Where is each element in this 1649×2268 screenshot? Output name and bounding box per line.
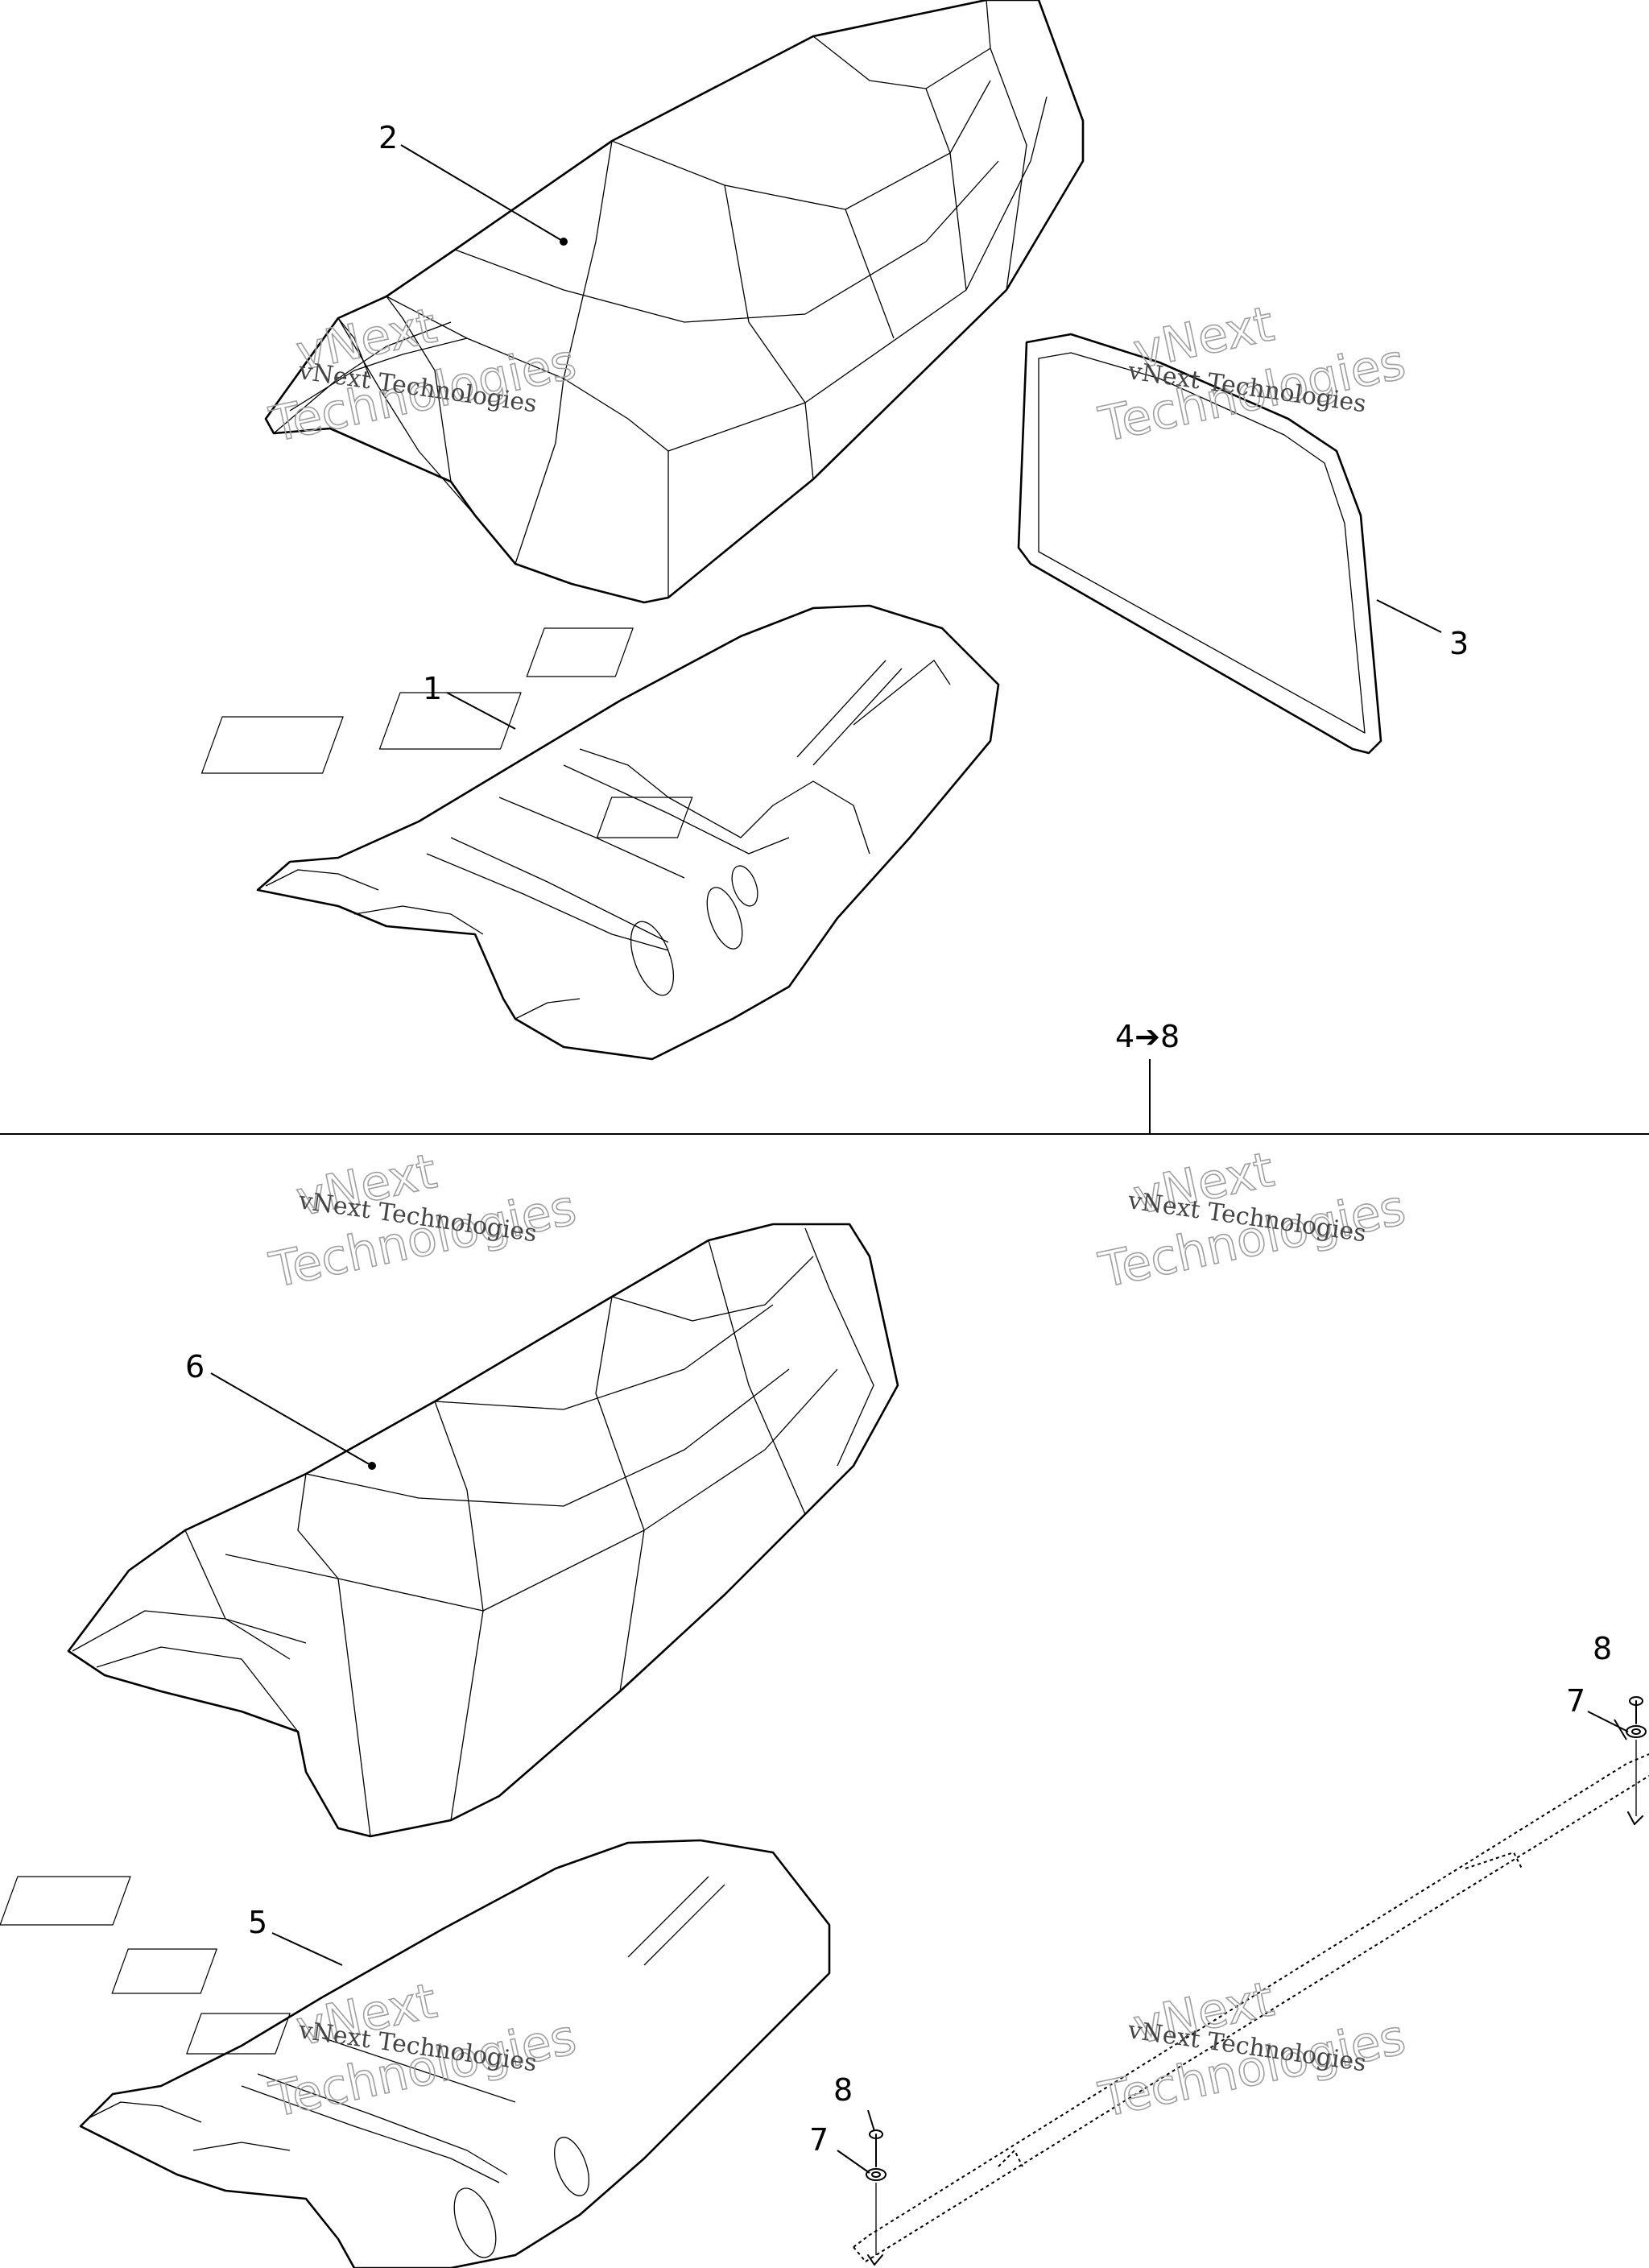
callout-7-left: 7 <box>809 2122 829 2158</box>
seat-cover-upper <box>264 0 1085 604</box>
washer-nut-left <box>866 2129 886 2266</box>
seat-base-lower <box>0 1839 831 2268</box>
callout-7-right: 7 <box>1566 1683 1585 1719</box>
callout-4-to-8: 4➔8 <box>1115 1019 1180 1054</box>
callout-6: 6 <box>185 1349 205 1384</box>
callout-3: 3 <box>1449 626 1469 661</box>
seat-rail <box>853 1753 1649 2262</box>
seat-gasket <box>1017 333 1382 755</box>
callout-5: 5 <box>248 1905 267 1940</box>
washer-nut-right <box>1626 1696 1647 1825</box>
callout-1: 1 <box>423 671 442 706</box>
callout-8-right: 8 <box>1593 1631 1612 1666</box>
callout-8-left: 8 <box>833 2072 853 2108</box>
callout-2: 2 <box>378 120 398 155</box>
seat-cover-lower <box>67 1223 899 1838</box>
seat-base-upper <box>200 604 1000 1061</box>
watermark-4: vNext Technologies <box>1093 1140 1411 1299</box>
